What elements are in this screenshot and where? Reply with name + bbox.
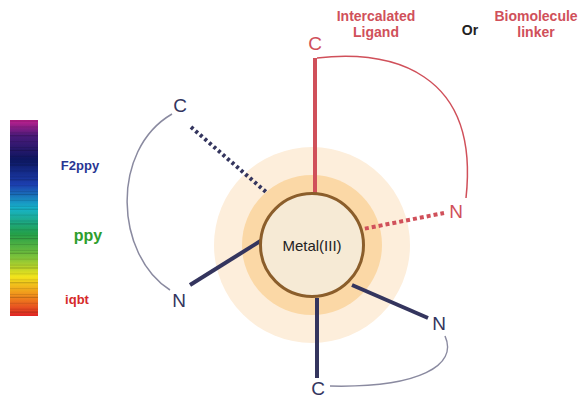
ligand-name: iqbt — [65, 293, 89, 308]
spectral-line — [10, 179, 38, 180]
spectral-line — [10, 303, 38, 304]
dotted-bond — [191, 127, 266, 192]
spectral-line — [10, 176, 38, 177]
spectral-line — [10, 223, 38, 224]
spectral-line — [10, 156, 38, 157]
spectral-line — [10, 244, 38, 245]
spectral-line — [10, 135, 38, 136]
spectral-line — [10, 267, 38, 268]
spectral-line — [10, 165, 38, 166]
spectral-line — [10, 253, 38, 254]
spectral-line — [10, 200, 38, 201]
bond-line — [313, 58, 317, 193]
bond-line — [352, 285, 428, 318]
spectral-line — [10, 229, 38, 230]
spectral-line — [10, 191, 38, 192]
spectral-line — [10, 309, 38, 310]
atom-label: N — [432, 313, 446, 335]
spectral-line — [10, 132, 38, 133]
spectral-line — [10, 150, 38, 151]
spectral-line — [10, 297, 38, 298]
outer-glow — [214, 147, 410, 343]
dashed-bond — [358, 213, 444, 230]
atom-label: N — [172, 290, 186, 312]
spectral-line — [10, 259, 38, 260]
bond-line — [190, 240, 262, 285]
spectral-line — [10, 171, 38, 172]
spectral-line — [10, 194, 38, 195]
atom-label: N — [449, 201, 463, 223]
ligand-name: F2ppy — [61, 159, 99, 174]
atom-label: C — [308, 33, 322, 55]
ligand-caption: Intercalated Ligand — [326, 8, 426, 40]
conjunction-label: Or — [462, 22, 478, 38]
atom-label: C — [173, 95, 187, 117]
ligand-arc — [127, 114, 172, 290]
spectral-line — [10, 162, 38, 163]
spectral-line — [10, 279, 38, 280]
spectral-line — [10, 147, 38, 148]
spectral-line — [10, 120, 38, 121]
ligand-name: ppy — [74, 227, 102, 245]
spectral-lines — [10, 121, 38, 312]
ligand-arc — [317, 56, 467, 198]
spectral-line — [10, 235, 38, 236]
spectral-line — [10, 282, 38, 283]
spectral-line — [10, 273, 38, 274]
emission-bar — [10, 120, 38, 316]
spectral-line — [10, 250, 38, 251]
spectral-line — [10, 265, 38, 266]
spectral-line — [10, 312, 38, 313]
metal-label: Metal(III) — [282, 237, 341, 254]
ligand-caption: Biomolecule linker — [490, 8, 582, 40]
metal-center: Metal(III) — [259, 192, 365, 298]
spectral-line — [10, 206, 38, 207]
spectral-line — [10, 294, 38, 295]
bond-line — [315, 298, 319, 378]
ligand-arc — [330, 336, 447, 386]
spectral-line — [10, 238, 38, 239]
spectral-line — [10, 288, 38, 289]
inner-glow — [242, 175, 382, 315]
spectral-line — [10, 141, 38, 142]
spectral-line — [10, 209, 38, 210]
atom-label: C — [311, 378, 325, 399]
spectral-line — [10, 185, 38, 186]
spectral-line — [10, 126, 38, 127]
spectral-line — [10, 221, 38, 222]
spectral-line — [10, 215, 38, 216]
